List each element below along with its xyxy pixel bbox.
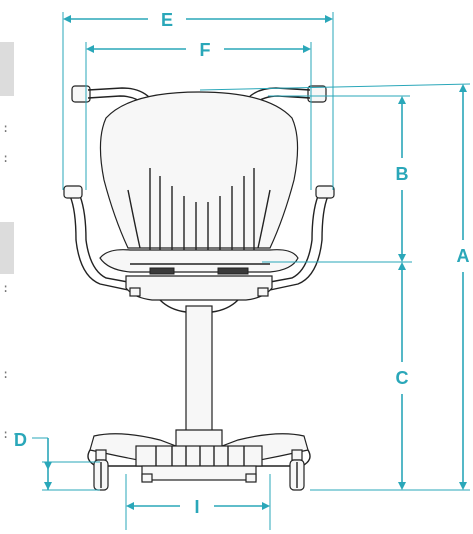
dimension-c-label: C [396, 368, 409, 388]
backrest-slots [149, 168, 255, 262]
side-dots-2: : [2, 151, 9, 165]
mechanism-right [217, 267, 249, 275]
left-arm-cap [63, 185, 83, 199]
dimension-f: F [85, 40, 312, 190]
dimension-e-label: E [161, 10, 173, 30]
dimension-a-label: A [457, 246, 470, 266]
base-hub [135, 445, 263, 467]
dimension-a: A [457, 84, 470, 490]
base-plate [141, 465, 257, 481]
chair-outline [63, 85, 335, 491]
right-handle-grip [307, 85, 327, 103]
caster-right [289, 449, 305, 491]
base-ribs [155, 446, 245, 466]
dimension-c: C [396, 262, 409, 490]
left-handle-grip [71, 85, 91, 103]
gas-column [185, 305, 213, 433]
side-card-top [0, 42, 14, 96]
side-card-bottom [0, 222, 14, 274]
reference-line-top [199, 83, 471, 91]
dimension-d-label: D [14, 430, 27, 450]
mechanism-left [149, 267, 175, 275]
side-dots-1: : [2, 121, 9, 135]
dimension-i-label: I [194, 497, 199, 517]
dimension-d: D [14, 430, 100, 491]
side-dots-3: : [2, 281, 9, 295]
dimension-e: E [62, 10, 334, 190]
side-dots-5: : [2, 427, 9, 441]
seat-base [125, 275, 273, 301]
dimension-i: I [125, 474, 271, 530]
backrest-shell [99, 91, 299, 249]
seat [99, 249, 299, 273]
dimension-f-label: F [200, 40, 211, 60]
side-dots-4: : [2, 367, 9, 381]
dimension-b: B [396, 96, 409, 262]
right-arm-frame [269, 195, 329, 291]
left-arm-frame [69, 195, 129, 291]
caster-left [93, 449, 109, 491]
dimension-b-label: B [396, 164, 409, 184]
right-arm-cap [315, 185, 335, 199]
